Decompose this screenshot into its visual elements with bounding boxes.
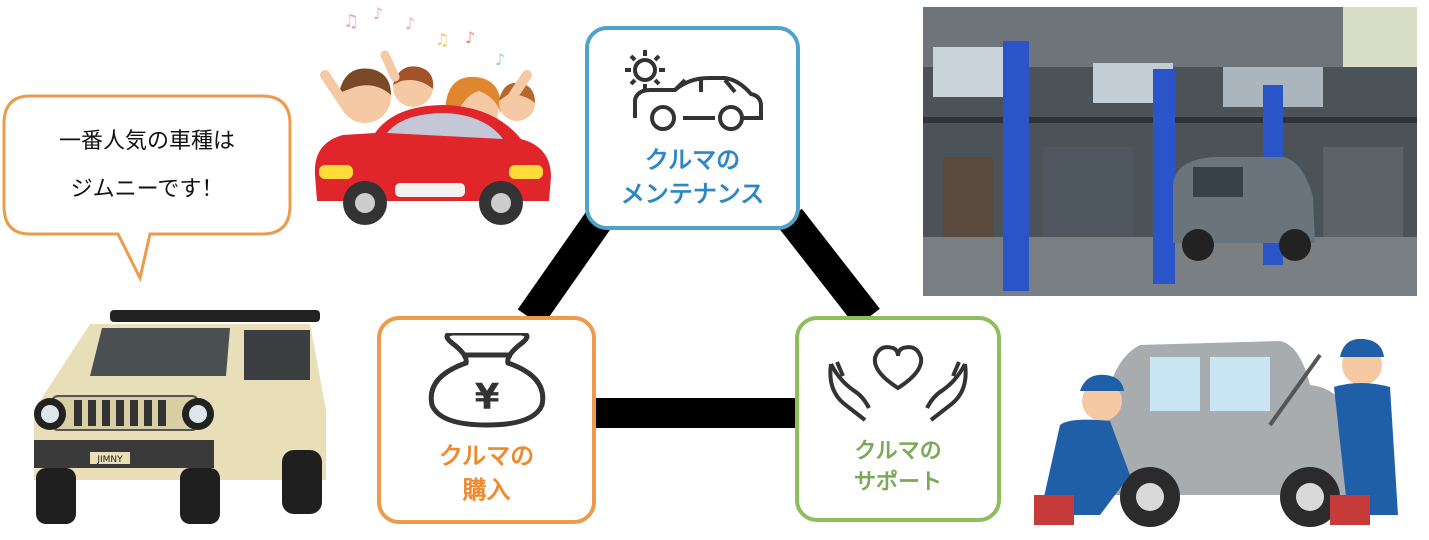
svg-text:♪: ♪ [495, 50, 505, 69]
speech-line-2: ジムニーです！ [70, 177, 224, 202]
svg-text:♪: ♪ [405, 14, 415, 33]
speech-line-1: 一番人気の車種は [58, 129, 235, 154]
connector-right [778, 208, 880, 328]
connector-left [517, 209, 613, 327]
svg-text:♪: ♪ [465, 28, 475, 47]
maintenance-box[interactable]: クルマの メンテナンス [585, 26, 800, 230]
svg-text:♫: ♫ [343, 11, 359, 32]
support-box[interactable]: クルマの サポート [795, 316, 1001, 522]
svg-text:♪: ♪ [373, 5, 383, 23]
svg-text:♫: ♫ [435, 30, 449, 49]
garage-photo [923, 7, 1417, 296]
mechanics-illustration [1034, 338, 1398, 527]
purchase-box[interactable]: ¥ クルマの 購入 [377, 316, 596, 524]
maintenance-label-line-1: クルマの [644, 146, 741, 175]
purchase-label-line-1: クルマの [438, 441, 535, 470]
family-car-illustration: ♫ ♪ ♪ ♫ ♪ ♪ [314, 5, 551, 225]
yen-purse-icon: ¥ [428, 332, 545, 428]
purchase-label-line-2: 購入 [462, 475, 511, 504]
svg-text:¥: ¥ [474, 377, 499, 418]
speech-bubble: 一番人気の車種は ジムニーです！ [4, 100, 290, 240]
jimny-badge: JIMNY [96, 455, 123, 465]
music-notes-icon: ♫ ♪ ♪ ♫ ♪ ♪ [343, 5, 505, 69]
gear-car-icon [624, 50, 763, 132]
speech-bubble-shape [2, 94, 292, 283]
support-label-line-2: サポート [853, 469, 942, 495]
support-label-line-1: クルマの [854, 438, 942, 464]
heart-hands-icon [828, 344, 968, 422]
maintenance-label-line-2: メンテナンス [620, 180, 765, 208]
jimny-car-illustration: JIMNY [34, 310, 326, 524]
